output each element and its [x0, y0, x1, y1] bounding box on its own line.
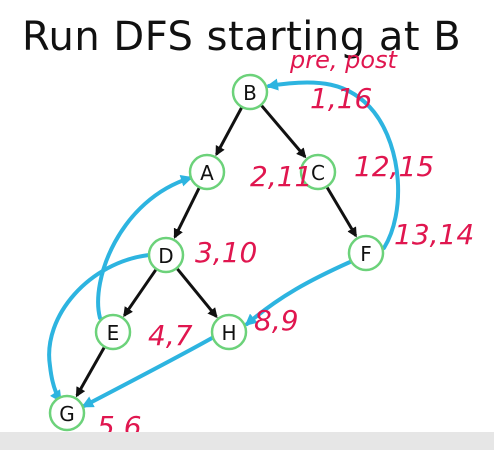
- node-F: F: [347, 234, 385, 272]
- nontree-edge-F-B: [266, 78, 401, 250]
- node-circle-E: [94, 313, 132, 351]
- tree-edge-B-A: [215, 107, 243, 157]
- node-circle-B: [231, 73, 269, 111]
- nontree-edge-E-A: [96, 174, 193, 320]
- node-circle-H: [210, 313, 248, 351]
- node-label-A: A: [200, 161, 214, 185]
- node-label-E: E: [107, 321, 120, 345]
- node-label-D: D: [158, 244, 173, 268]
- tree-edge-D-E: [123, 268, 158, 318]
- node-C: C: [299, 153, 337, 191]
- pre-post-label-D: 3,10: [195, 236, 257, 269]
- tree-edge-E-G: [75, 346, 106, 398]
- pre-post-label-B: 1,16: [310, 82, 372, 115]
- pre-post-header: pre, post: [289, 46, 399, 74]
- node-label-B: B: [243, 81, 257, 105]
- nontree-edge-F-H: [244, 260, 352, 326]
- node-label-G: G: [59, 402, 75, 426]
- nontree-edge-D-G: [47, 253, 151, 403]
- pre-post-label-A: 2,11: [250, 160, 312, 193]
- pre-post-label-H: 8,9: [254, 304, 299, 337]
- diagram-title: Run DFS starting at B: [22, 14, 461, 60]
- nodes-layer: B A C D F E H G: [48, 73, 385, 432]
- tree-edge-D-H: [176, 267, 218, 319]
- tree-edge-A-D: [173, 187, 201, 239]
- node-circle-C: [299, 153, 337, 191]
- node-H: H: [210, 313, 248, 351]
- node-B: B: [231, 73, 269, 111]
- tree-edge-C-F: [325, 186, 358, 238]
- node-A: A: [188, 153, 226, 191]
- node-circle-F: [347, 234, 385, 272]
- node-circle-D: [147, 236, 185, 274]
- edges-layer: [47, 78, 401, 408]
- pre-post-label-F: 13,14: [394, 218, 474, 251]
- node-label-C: C: [311, 161, 325, 185]
- pre-post-label-E: 4,7: [148, 319, 193, 352]
- node-circle-A: [188, 153, 226, 191]
- node-E: E: [94, 313, 132, 351]
- bottom-strip: [0, 432, 494, 450]
- nontree-edge-H-G: [81, 336, 214, 408]
- node-D: D: [147, 236, 185, 274]
- node-label-H: H: [221, 321, 236, 345]
- node-label-F: F: [360, 242, 372, 266]
- node-circle-G: [48, 394, 86, 432]
- node-G: G: [48, 394, 86, 432]
- pre-post-label-C: 12,15: [354, 150, 434, 183]
- tree-edge-B-C: [260, 104, 307, 159]
